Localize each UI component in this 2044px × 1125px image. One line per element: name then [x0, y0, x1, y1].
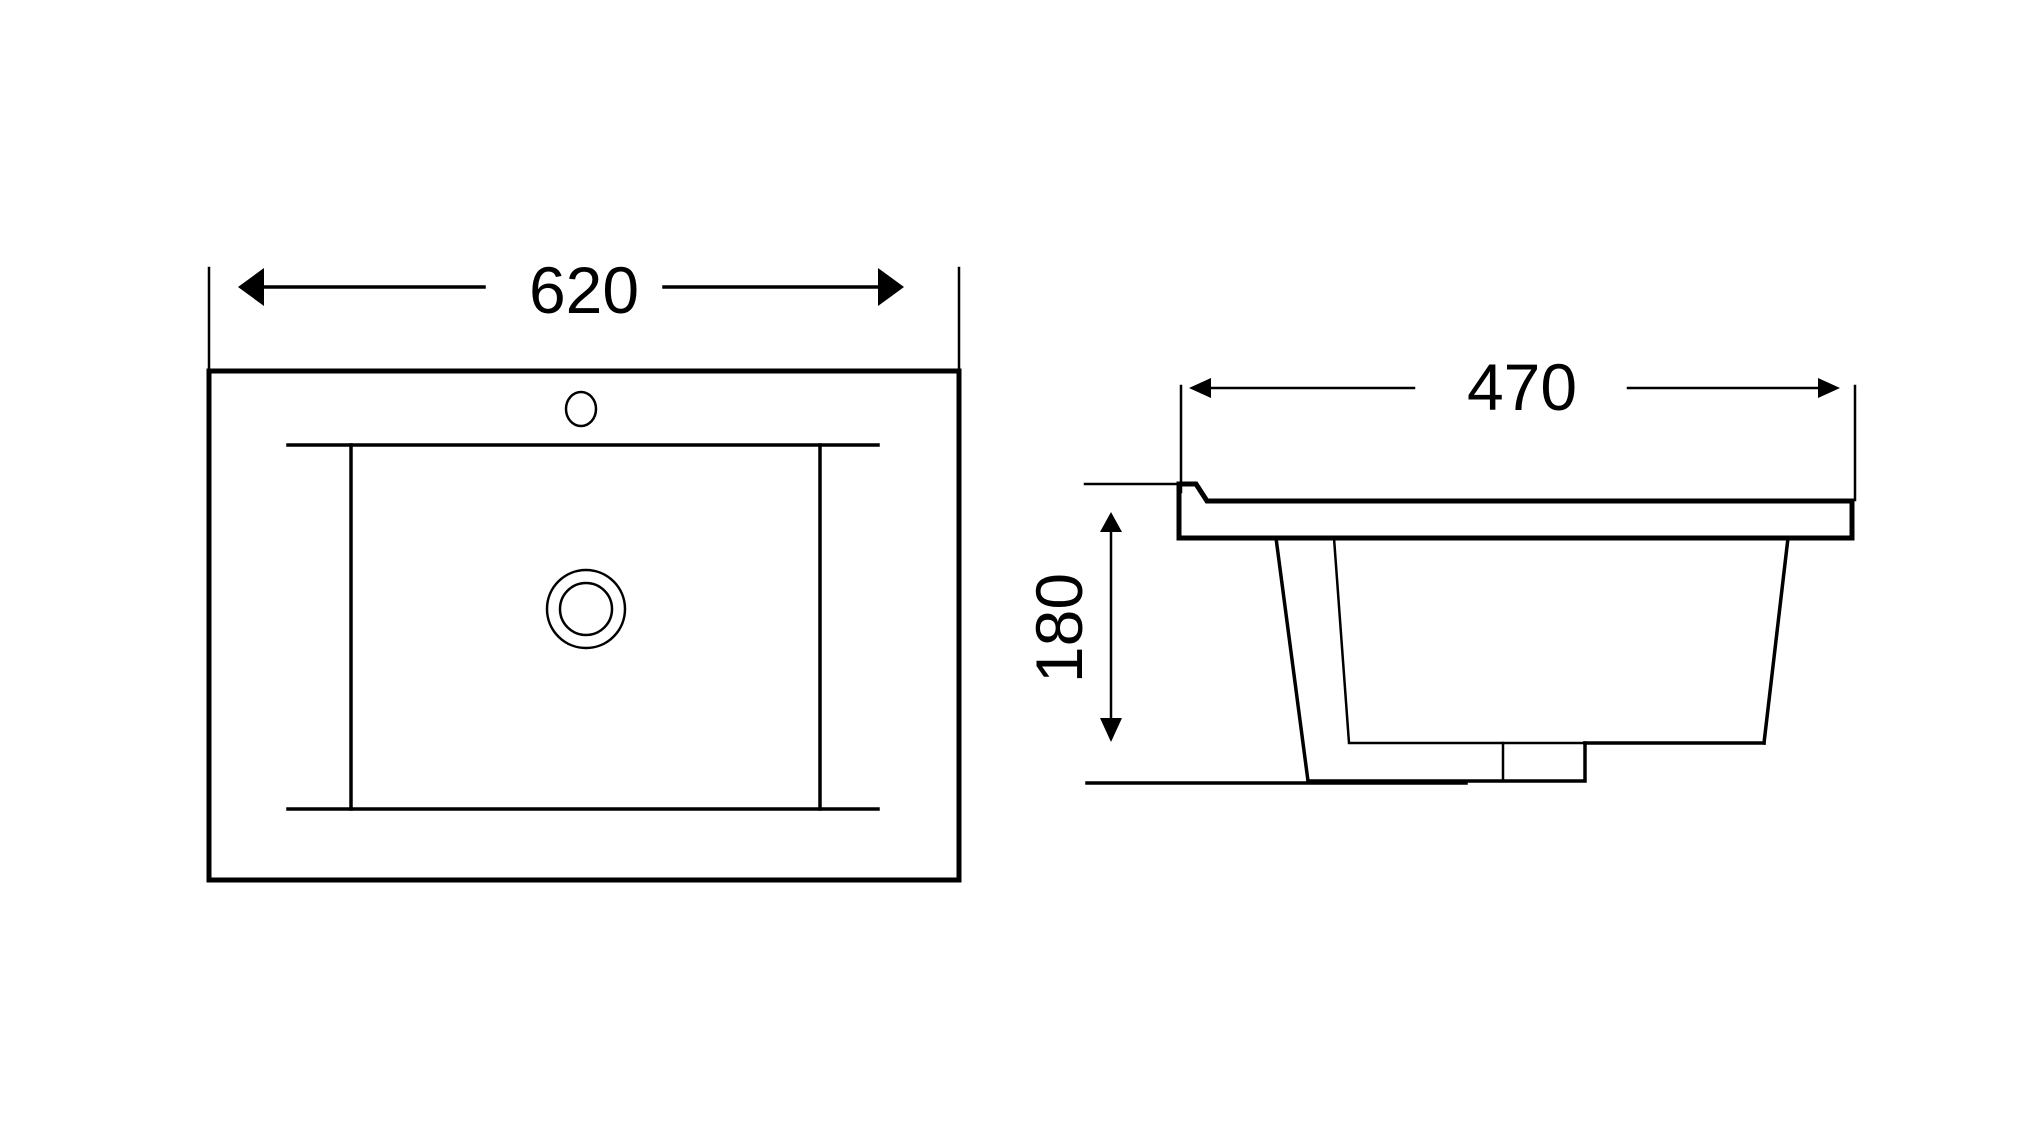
height-arrow-bottom-icon — [1100, 718, 1122, 742]
side-view: 470 180 — [1022, 350, 1857, 785]
drain-outlet — [1306, 741, 1587, 783]
height-arrow-top-icon — [1100, 512, 1122, 532]
width-arrow-right-icon — [878, 268, 904, 306]
bowl-outer-wall-right — [1762, 536, 1790, 745]
drain-inner-ring-icon — [558, 581, 614, 637]
depth-dimension-label: 470 — [1467, 350, 1577, 424]
depth-arrow-left-icon — [1189, 378, 1211, 398]
width-dimension-label: 620 — [529, 253, 639, 327]
top-view: 620 — [206, 253, 962, 883]
bowl-outer-wall-left — [1274, 536, 1310, 783]
top-view-outer-outline — [206, 368, 962, 883]
slab-profile — [1176, 481, 1855, 541]
drain-outer-ring-icon — [545, 568, 627, 650]
depth-arrow-right-icon — [1818, 378, 1840, 398]
bowl-inner-wall — [1332, 536, 1587, 745]
faucet-hole-icon — [564, 390, 598, 428]
height-dimension-label: 180 — [1022, 573, 1096, 683]
width-arrow-left-icon — [238, 268, 264, 306]
